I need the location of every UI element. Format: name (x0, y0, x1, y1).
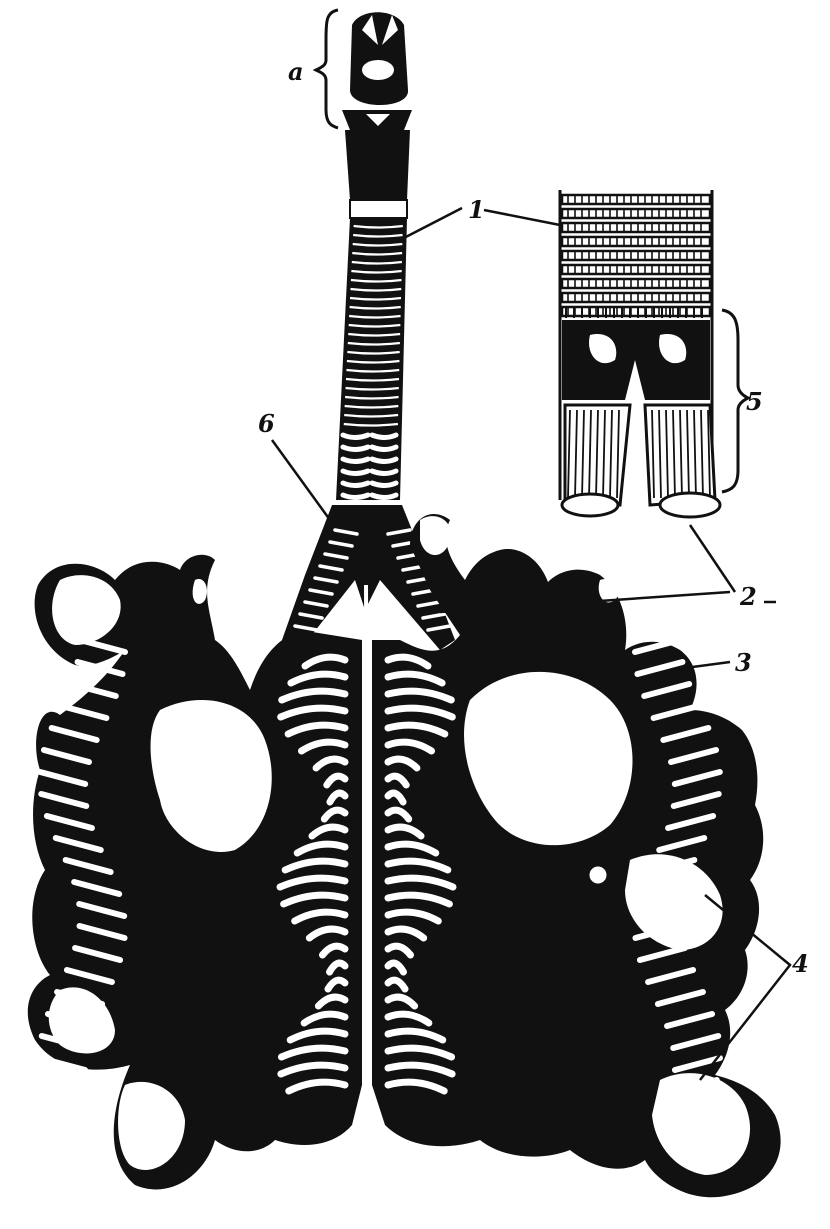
label-3: 3 (735, 648, 752, 677)
bracket-a: a (288, 10, 338, 128)
label-1: 1 (468, 195, 485, 224)
mediastinal-line (366, 585, 368, 1120)
inset-bronchus-end (562, 494, 618, 516)
label-2: 2 (739, 582, 757, 611)
lung-left (28, 555, 362, 1190)
label-6: 6 (258, 409, 275, 438)
trachea (336, 130, 410, 500)
label-a: a (288, 57, 304, 86)
inset-trachea-rings (562, 195, 710, 316)
inset-enlarged-trachea: 5 (560, 190, 763, 517)
bronchiole-fringe (50, 1102, 95, 1114)
label-5: 5 (746, 387, 763, 416)
inset-bronchi (562, 306, 720, 517)
bronchiole-fringe (43, 1080, 88, 1092)
inset-carina (562, 320, 710, 400)
inset-bronchus-end (660, 493, 720, 517)
label-4: 4 (792, 949, 809, 978)
larynx (342, 12, 412, 130)
